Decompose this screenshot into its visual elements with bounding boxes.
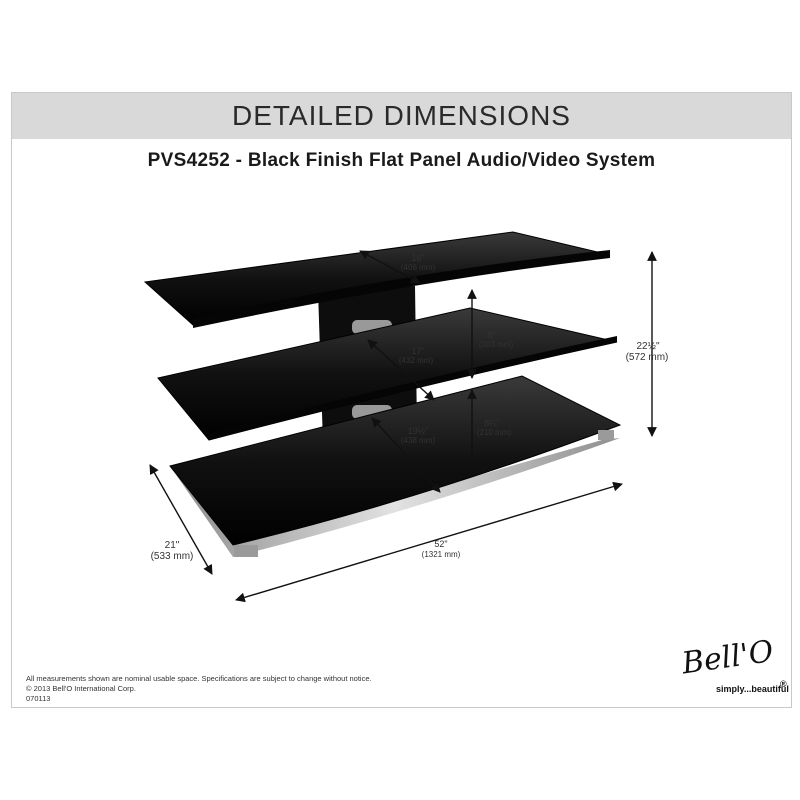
header-band: DETAILED DIMENSIONS [12,93,791,139]
logo-signature: Bell'O [679,634,776,682]
mid-depth-line [367,339,435,401]
dimension-lines [149,250,657,603]
mid-depth-metric: (432 mm) [399,356,434,365]
overall-depth-imperial: 21" [165,540,180,551]
top-depth-imperial: 16" [411,253,424,263]
overall-depth-metric: (533 mm) [151,551,194,562]
height-metric: (572 mm) [626,352,669,363]
logo-tagline: simply...beautiful [716,684,789,694]
disclaimer-text: All measurements shown are nominal usabl… [26,674,372,683]
mid-depth-imperial: 17" [411,346,424,356]
registered-mark: ® [780,679,787,689]
low-gap-imperial: 8¼" [484,418,500,428]
document-code: 070113 [26,694,51,703]
mid-gap-metric: (203 mm) [479,340,514,349]
height-imperial: 22½" [636,341,659,352]
overall-depth-line [149,464,213,575]
page-title: DETAILED DIMENSIONS [232,100,571,131]
copyright-text: © 2013 Bell'O International Corp. [26,684,136,693]
bottom-depth-imperial: 19½" [408,426,429,436]
mid-gap-imperial: 8" [488,330,496,340]
top-depth-line [359,250,421,284]
footer: All measurements shown are nominal usabl… [26,674,372,704]
bottom-depth-line [371,417,441,493]
spec-sheet: DETAILED DIMENSIONS PVS4252 - Black Fini… [11,92,792,708]
width-metric: (1321 mm) [422,550,461,559]
product-title: PVS4252 - Black Finish Flat Panel Audio/… [147,150,656,171]
low-gap-metric: (210 mm) [477,428,512,437]
bottom-depth-metric: (438 mm) [401,436,436,445]
bello-logo: Bell'O simply...beautiful ® [679,634,789,694]
width-imperial: 52" [434,539,447,549]
width-line [235,481,623,603]
top-depth-metric: (406 mm) [401,263,436,272]
